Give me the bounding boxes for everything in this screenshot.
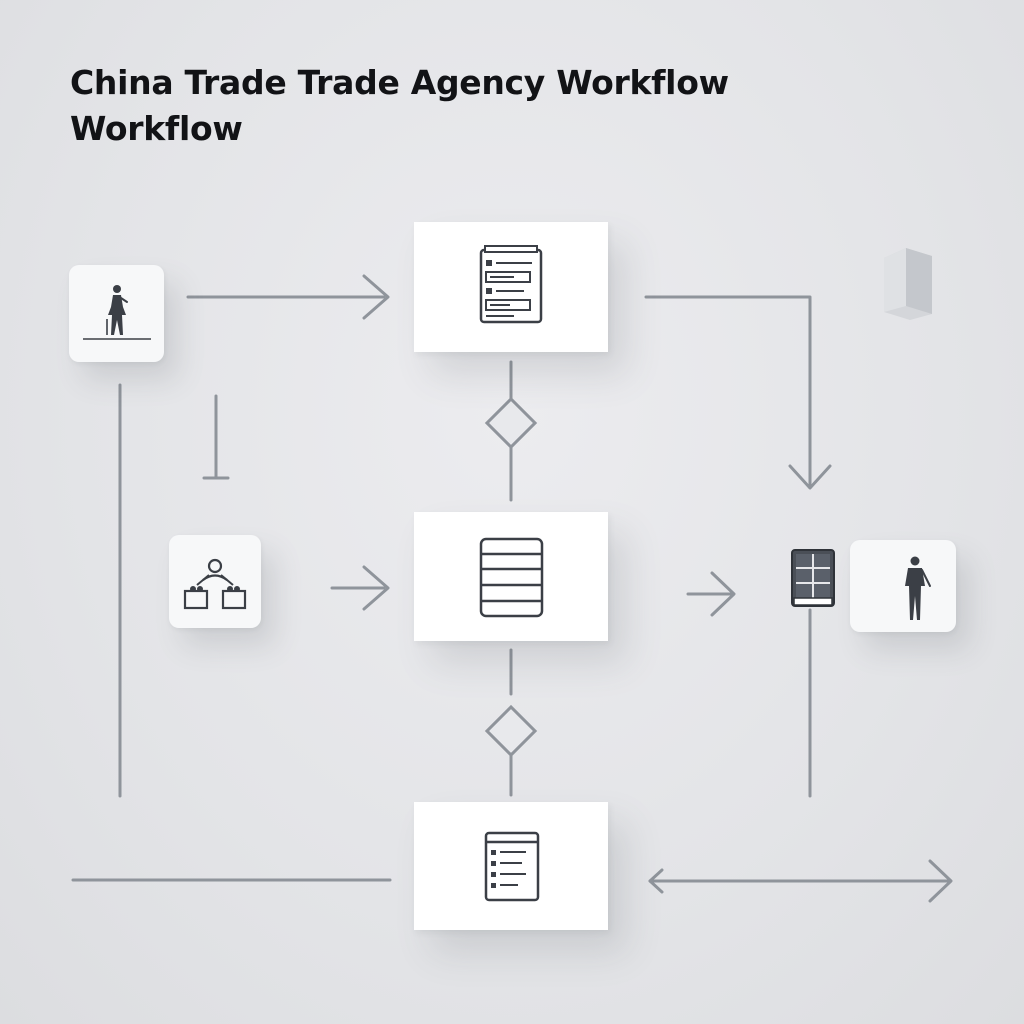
- list-document-icon: [484, 831, 540, 902]
- database-card[interactable]: [414, 512, 608, 641]
- arrowhead: [362, 274, 390, 320]
- database-rows-icon: [479, 537, 544, 618]
- people-network-icon: [183, 558, 247, 610]
- decision-diamond-1: [484, 396, 538, 450]
- title-line-2: Workflow: [70, 109, 243, 148]
- person-standing-icon: [905, 556, 931, 620]
- network-group-card[interactable]: [169, 535, 261, 628]
- form-document-icon: [479, 245, 543, 324]
- decision-diamond-2: [484, 704, 538, 758]
- connector-form-to-right: [644, 295, 812, 488]
- person-standing-icon: [83, 285, 151, 340]
- arrowhead: [648, 868, 664, 894]
- client-card[interactable]: [850, 540, 956, 632]
- title-line-1: China Trade Trade Agency Workflow: [70, 63, 729, 102]
- spreadsheet-grid-icon: [791, 549, 835, 607]
- arrowhead: [362, 565, 390, 611]
- arrowhead: [788, 464, 832, 490]
- arrowhead: [928, 859, 953, 903]
- cube-icon: [884, 248, 932, 320]
- form-document-card[interactable]: [414, 222, 608, 352]
- diagram-title: China Trade Trade Agency Workflow Workfl…: [70, 60, 830, 152]
- agent-card[interactable]: [69, 265, 164, 362]
- arrowhead: [710, 571, 736, 617]
- invoice-list-card[interactable]: [414, 802, 608, 930]
